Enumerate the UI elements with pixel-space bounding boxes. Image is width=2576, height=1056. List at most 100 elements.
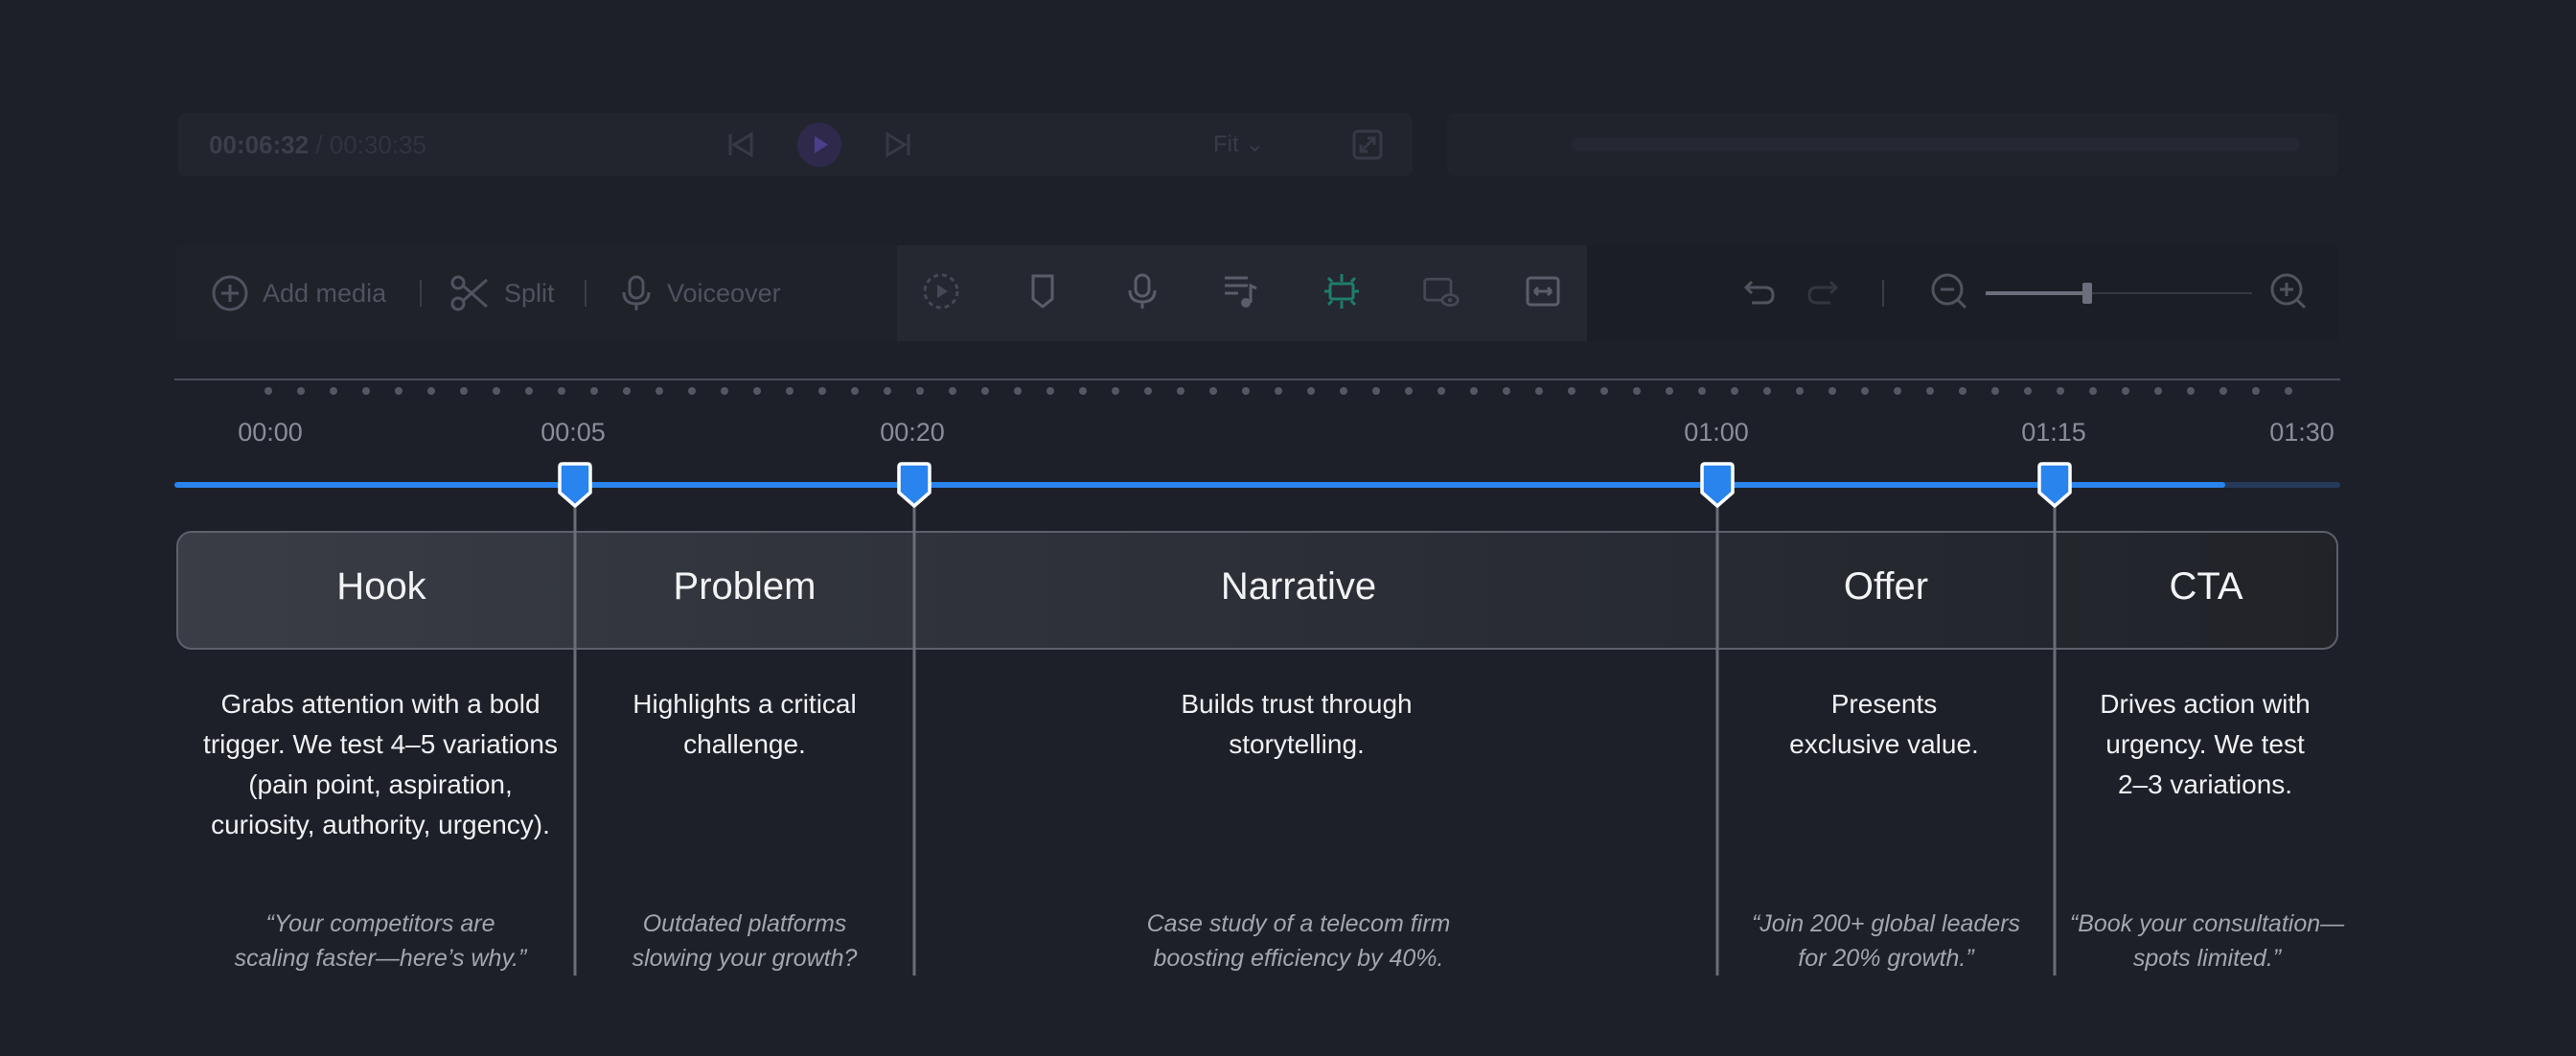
segment-description-cta: Drives action with urgency. We test 2–3 … [2100, 684, 2310, 805]
ruler-dot [1079, 387, 1087, 395]
ruler-dot [1991, 387, 1999, 395]
segment-description-problem: Highlights a critical challenge. [632, 684, 856, 765]
toolbar-divider [585, 280, 586, 307]
auto-play-icon[interactable] [922, 272, 960, 310]
zoom-slider-fill [1986, 291, 2087, 295]
description-line: exclusive value. [1789, 729, 1979, 759]
fullscreen-icon[interactable] [1351, 128, 1384, 161]
timeline-marker-handle[interactable] [895, 462, 933, 510]
ruler-tick-label: 00:05 [540, 418, 606, 447]
segment-title-offer[interactable]: Offer [1843, 565, 1929, 608]
segment-description-offer: Presents exclusive value. [1789, 684, 1979, 765]
ruler-dot [1894, 387, 1901, 395]
marker-icon[interactable] [1024, 272, 1062, 310]
ruler-dot [916, 387, 924, 395]
segment-divider [912, 504, 916, 976]
voiceover-label: Voiceover [667, 278, 781, 308]
description-line: 2–3 variations. [2117, 769, 2293, 799]
microphone-icon [622, 275, 651, 310]
ruler-dot [656, 387, 663, 395]
toolbar: Add media Split Voiceover [176, 245, 2338, 341]
music-list-icon[interactable] [1221, 272, 1259, 310]
timeline-marker-handle[interactable] [2036, 462, 2074, 510]
chevron-down-icon: ⌄ [1245, 131, 1265, 157]
description-line: Presents [1830, 689, 1938, 719]
segments-bar [176, 531, 2338, 650]
split-button[interactable]: Split [448, 274, 555, 312]
ruler-dot [2122, 387, 2129, 395]
ruler-tick-label: 00:20 [880, 418, 945, 447]
ruler-dot [2024, 387, 2032, 395]
segment-title-problem[interactable]: Problem [673, 565, 816, 608]
timeline-marker-handle[interactable] [1698, 462, 1736, 510]
ruler-dot [981, 387, 989, 395]
quote-line: spots limited.” [2132, 945, 2282, 972]
quote-line: for 20% growth.” [1798, 945, 1974, 972]
preview-screen-icon[interactable] [1422, 272, 1460, 310]
ruler-dot [786, 387, 794, 395]
player-bar: 00:06:32 / 00:30:35 Fit ⌄ [178, 113, 1413, 176]
ruler-dot [2154, 387, 2162, 395]
ruler-dot [1959, 387, 1966, 395]
ruler-dot [753, 387, 761, 395]
ruler-dot [1046, 387, 1054, 395]
ruler-dot [1470, 387, 1478, 395]
play-button[interactable] [797, 123, 841, 167]
ruler-dot [1242, 387, 1250, 395]
ruler-dot [493, 387, 500, 395]
quote-line: “Book your consultation— [2069, 910, 2345, 937]
ruler-dot [1926, 387, 1934, 395]
segment-title-hook[interactable]: Hook [336, 565, 426, 608]
description-line: curiosity, authority, urgency). [211, 810, 550, 839]
segment-title-cta[interactable]: CTA [2169, 565, 2243, 608]
ruler-dot [1014, 387, 1022, 395]
toolbar-divider [1882, 280, 1884, 307]
timeline-progress [174, 482, 2225, 488]
add-media-button[interactable]: Add media [211, 274, 386, 312]
ruler-dot [1112, 387, 1119, 395]
ruler-dot [1372, 387, 1380, 395]
ruler-dot [1438, 387, 1445, 395]
segment-title-narrative[interactable]: Narrative [1220, 565, 1377, 608]
ruler-dot [1340, 387, 1347, 395]
ruler-dot [688, 387, 696, 395]
ai-enhance-icon[interactable] [1322, 272, 1361, 310]
ruler-dot [1405, 387, 1413, 395]
quote-line: “Join 200+ global leaders [1751, 910, 2021, 937]
quote-line: “Your competitors are [265, 910, 495, 937]
voiceover-button[interactable]: Voiceover [619, 274, 781, 312]
timeline-marker-handle[interactable] [556, 462, 594, 510]
ruler-tick-label: 01:00 [1684, 418, 1749, 447]
segment-quote-offer: “Join 200+ global leaders for 20% growth… [1752, 907, 2020, 976]
zoom-in-icon[interactable] [2269, 272, 2308, 310]
zoom-slider[interactable] [1986, 283, 2252, 304]
description-line: challenge. [683, 729, 806, 759]
microphone-icon[interactable] [1123, 272, 1162, 310]
ruler-dot [297, 387, 305, 395]
description-line: (pain point, aspiration, [248, 769, 513, 799]
fit-width-icon[interactable] [1524, 272, 1562, 310]
segment-divider [2053, 504, 2057, 976]
ruler-dot [395, 387, 402, 395]
zoom-out-icon[interactable] [1930, 272, 1968, 310]
split-label: Split [504, 278, 555, 308]
redo-icon[interactable] [1804, 272, 1842, 310]
total-time: / 00:30:35 [315, 129, 426, 159]
undo-icon[interactable] [1740, 272, 1779, 310]
segment-quote-problem: Outdated platforms slowing your growth? [632, 907, 858, 976]
skip-forward-icon[interactable] [882, 128, 914, 161]
ruler-baseline [174, 379, 2340, 380]
ruler-dot [2220, 387, 2227, 395]
skip-back-icon[interactable] [724, 128, 757, 161]
description-line: trigger. We test 4–5 variations [203, 729, 558, 759]
description-line: storytelling. [1229, 729, 1365, 759]
ruler-dot [1503, 387, 1510, 395]
zoom-slider-thumb[interactable] [2082, 283, 2092, 304]
ruler-dot [1666, 387, 1673, 395]
ruler-dot [1763, 387, 1771, 395]
fit-select[interactable]: Fit ⌄ [1213, 130, 1264, 158]
ruler-dot [2089, 387, 2097, 395]
add-media-label: Add media [263, 278, 387, 308]
ruler-dot [2057, 387, 2064, 395]
